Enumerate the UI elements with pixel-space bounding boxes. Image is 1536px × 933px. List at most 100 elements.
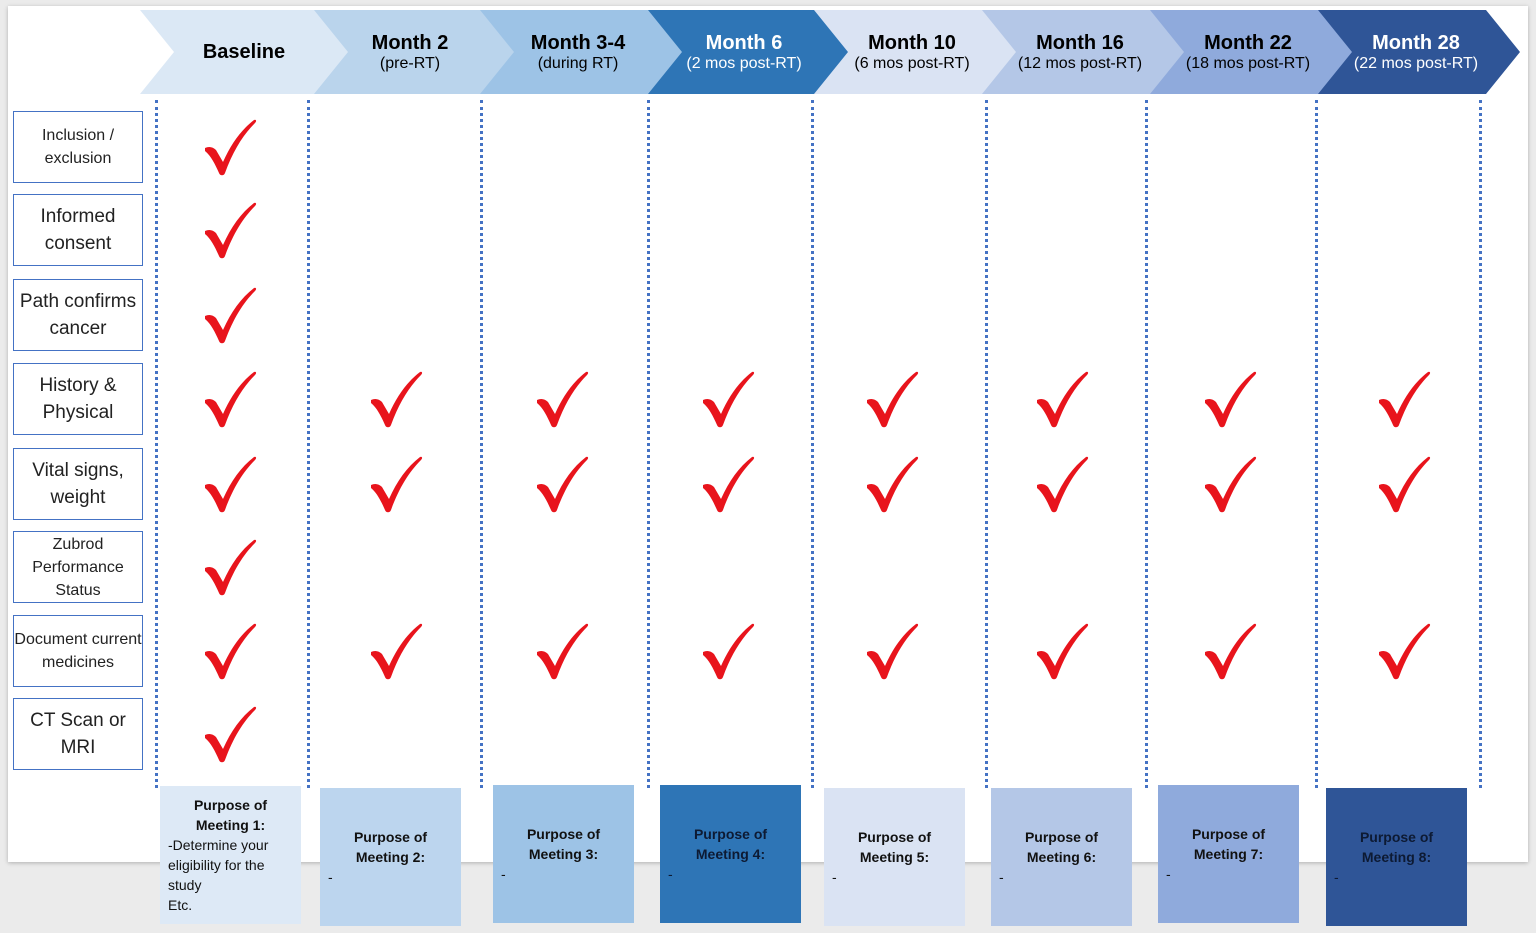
timeline-step-title: Month 3-4: [530, 31, 626, 54]
timeline-step-subtitle: (18 mos post-RT): [1185, 54, 1311, 72]
check-mark-shape: [1379, 623, 1431, 680]
check-mark-icon: [537, 456, 589, 513]
purpose-detail: -Determine your eligibility for the stud…: [168, 837, 269, 913]
row-label-text: Inclusion / exclusion: [41, 127, 115, 167]
timeline-step-4: Month 6(2 mos post-RT): [640, 10, 848, 94]
row-label: Informed consent: [13, 194, 143, 266]
purpose-title: Purpose of Meeting 4:: [693, 826, 768, 862]
row-label: Zubrod Performance Status: [13, 531, 143, 603]
check-mark-shape: [1205, 371, 1257, 428]
timeline-step-title: Baseline: [202, 41, 286, 63]
check-mark-icon: [867, 456, 919, 513]
check-mark-shape: [205, 456, 257, 513]
check-mark-shape: [1379, 456, 1431, 513]
check-mark-shape: [537, 456, 589, 513]
timeline-step-title: Month 10: [868, 31, 956, 54]
row-label: Vital signs, weight: [13, 448, 143, 520]
check-mark-icon: [1379, 623, 1431, 680]
row-label-text: CT Scan or MRI: [30, 710, 126, 758]
check-mark-shape: [1379, 371, 1431, 428]
column-divider: [811, 100, 814, 788]
timeline-step-subtitle: (22 mos post-RT): [1353, 54, 1479, 72]
check-mark-icon: [1037, 456, 1089, 513]
purpose-detail: -: [501, 866, 506, 882]
timeline-step-subtitle: (6 mos post-RT): [854, 54, 970, 72]
timeline-step-subtitle: (during RT): [537, 54, 619, 72]
purpose-box-1: Purpose of Meeting 1:-Determine your eli…: [160, 786, 301, 924]
check-mark-icon: [537, 623, 589, 680]
column-divider: [1145, 100, 1148, 788]
check-mark-shape: [205, 119, 257, 176]
check-mark-shape: [537, 371, 589, 428]
check-mark-icon: [205, 706, 257, 763]
timeline-step-1: Baseline: [140, 10, 348, 94]
check-mark-icon: [703, 456, 755, 513]
check-mark-shape: [205, 623, 257, 680]
check-mark-icon: [205, 539, 257, 596]
check-mark-icon: [205, 287, 257, 344]
column-divider: [985, 100, 988, 788]
row-label: History & Physical: [13, 363, 143, 435]
row-label: CT Scan or MRI: [13, 698, 143, 770]
purpose-box-5: Purpose of Meeting 5: -: [824, 788, 965, 926]
check-mark-icon: [205, 456, 257, 513]
purpose-detail: -: [328, 869, 333, 885]
purpose-box-6: Purpose of Meeting 6: -: [991, 788, 1132, 926]
timeline-step-title: Month 2: [371, 31, 449, 54]
row-label-text: History & Physical: [39, 375, 117, 423]
purpose-detail: -: [832, 869, 837, 885]
check-mark-shape: [205, 371, 257, 428]
check-mark-shape: [1037, 623, 1089, 680]
check-mark-shape: [867, 456, 919, 513]
check-mark-shape: [1205, 623, 1257, 680]
check-mark-icon: [867, 371, 919, 428]
purpose-detail: -: [1334, 869, 1339, 885]
check-mark-icon: [205, 202, 257, 259]
purpose-detail: -: [999, 869, 1004, 885]
timeline-step-subtitle: (12 mos post-RT): [1017, 54, 1143, 72]
column-divider: [480, 100, 483, 788]
row-label-text: Document current medicines: [14, 631, 142, 671]
check-mark-icon: [1205, 623, 1257, 680]
check-mark-shape: [703, 623, 755, 680]
purpose-box-4: Purpose of Meeting 4: -: [660, 785, 801, 923]
check-mark-icon: [1037, 371, 1089, 428]
purpose-box-8: Purpose of Meeting 8: -: [1326, 788, 1467, 926]
row-label: Document current medicines: [13, 615, 143, 687]
timeline-step-title: Month 16: [1036, 31, 1124, 54]
check-mark-shape: [703, 456, 755, 513]
check-mark-shape: [1037, 456, 1089, 513]
row-label-text: Informed consent: [40, 206, 116, 254]
check-mark-shape: [205, 287, 257, 344]
check-mark-shape: [1037, 371, 1089, 428]
column-divider: [647, 100, 650, 788]
check-mark-icon: [1379, 456, 1431, 513]
check-mark-icon: [703, 371, 755, 428]
check-mark-shape: [537, 623, 589, 680]
check-mark-icon: [1037, 623, 1089, 680]
timeline-step-2: Month 2(pre-RT): [306, 10, 514, 94]
purpose-title: Purpose of Meeting 7:: [1191, 826, 1266, 862]
check-mark-icon: [1379, 371, 1431, 428]
row-label-text: Path confirms cancer: [19, 291, 137, 339]
timeline-step-title: Month 28: [1372, 31, 1460, 54]
check-mark-shape: [205, 202, 257, 259]
purpose-title: Purpose of Meeting 8:: [1359, 829, 1434, 865]
check-mark-shape: [703, 371, 755, 428]
check-mark-icon: [537, 371, 589, 428]
purpose-title: Purpose of Meeting 2:: [353, 829, 428, 865]
purpose-title: Purpose of Meeting 6:: [1024, 829, 1099, 865]
check-mark-shape: [1205, 456, 1257, 513]
check-mark-shape: [205, 706, 257, 763]
row-label-text: Zubrod Performance Status: [32, 535, 124, 599]
purpose-box-3: Purpose of Meeting 3:-: [493, 785, 634, 923]
timeline-step-subtitle: (pre-RT): [379, 54, 441, 72]
purpose-detail: -: [668, 866, 673, 882]
check-mark-icon: [205, 623, 257, 680]
purpose-title: Purpose of Meeting 5:: [857, 829, 932, 865]
check-mark-shape: [371, 371, 423, 428]
timeline-step-title: Month 22: [1204, 31, 1292, 54]
study-schedule-slide: [8, 6, 1528, 862]
column-divider: [1479, 100, 1482, 788]
check-mark-icon: [205, 371, 257, 428]
